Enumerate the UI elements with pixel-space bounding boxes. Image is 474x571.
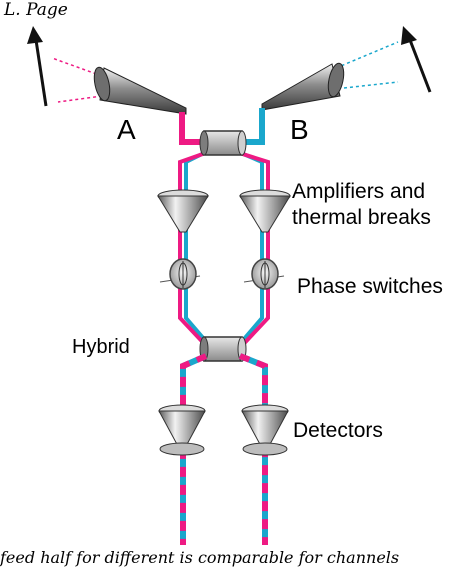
amplifiers-label-line2: thermal breaks <box>292 206 431 229</box>
phase-switch-right-icon <box>243 258 285 290</box>
detector-right-icon <box>241 404 289 456</box>
output-line-left <box>180 353 208 545</box>
beam-lines-a <box>51 57 103 103</box>
amplifiers-label-line1: Amplifiers and <box>292 180 426 203</box>
horn-label-b: B <box>290 114 309 145</box>
feed-horn-a-icon <box>93 66 187 115</box>
sky-arrow-left <box>27 26 48 107</box>
waveguide-a <box>179 112 206 145</box>
phase-switch-left-icon <box>159 258 201 290</box>
hybrid-label: Hybrid <box>72 336 130 358</box>
horn-label-a: A <box>117 114 136 145</box>
feed-horn-b-icon <box>261 62 345 111</box>
output-line-right <box>238 353 268 545</box>
waveguide-b <box>240 108 265 145</box>
phase-switches-label: Phase switches <box>297 275 443 298</box>
amplifier-right-icon <box>239 189 291 233</box>
signal-chain-right <box>229 148 270 354</box>
credit-label: L. Page <box>4 0 68 20</box>
hybrid-coupler-bottom-icon <box>199 336 247 362</box>
sky-arrow-right <box>401 26 432 93</box>
detector-left-icon <box>158 404 206 456</box>
hybrid-coupler-top-icon <box>199 130 247 156</box>
amplifier-left-icon <box>157 189 209 233</box>
beam-lines-b <box>335 41 399 89</box>
caption-text: feed half for different is comparable fo… <box>0 548 400 567</box>
signal-chain-left <box>178 148 215 354</box>
detectors-label: Detectors <box>293 419 383 442</box>
